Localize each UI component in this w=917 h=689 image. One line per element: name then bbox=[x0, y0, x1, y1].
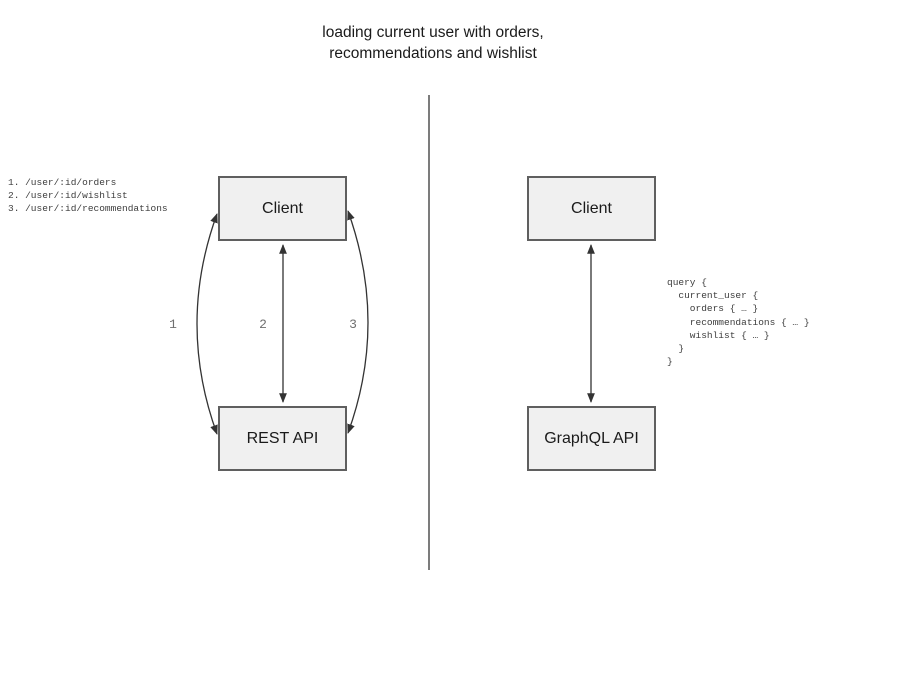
rest-endpoint-list: 1. /user/:id/orders 2. /user/:id/wishlis… bbox=[8, 176, 168, 216]
diagram-title: loading current user with orders, recomm… bbox=[233, 22, 633, 64]
rest-endpoint-orders: 1. /user/:id/orders bbox=[8, 177, 117, 188]
graphql-client-box: Client bbox=[527, 176, 656, 241]
graphql-query-line-6: } bbox=[667, 343, 685, 355]
rest-edge-1-label: 1 bbox=[169, 317, 177, 332]
graphql-client-box-label: Client bbox=[571, 199, 612, 217]
rest-endpoint-wishlist: 2. /user/:id/wishlist bbox=[8, 190, 128, 202]
title-line-1: loading current user with orders, bbox=[322, 24, 544, 41]
graphql-query-line-3: orders { … } bbox=[667, 303, 759, 315]
rest-client-box: Client bbox=[218, 176, 347, 241]
graphql-query-snippet: query { current_user { orders { … } reco… bbox=[667, 276, 810, 368]
graphql-query-line-4: recommendations { … } bbox=[667, 316, 810, 328]
rest-endpoint-recommendations: 3. /user/:id/recommendations bbox=[8, 203, 168, 215]
rest-edge-2-label: 2 bbox=[259, 317, 267, 332]
graphql-query-line-5: wishlist { … } bbox=[667, 329, 770, 341]
rest-edge-3-label: 3 bbox=[349, 317, 357, 332]
rest-api-box: REST API bbox=[218, 406, 347, 471]
rest-api-box-label: REST API bbox=[246, 429, 319, 447]
graphql-api-box: GraphQL API bbox=[527, 406, 656, 471]
title-line-2: recommendations and wishlist bbox=[329, 45, 537, 62]
graphql-api-box-label: GraphQL API bbox=[544, 429, 639, 447]
rest-client-box-label: Client bbox=[262, 199, 303, 217]
graphql-query-line-7: } bbox=[667, 356, 673, 368]
rest-edge-1-arc bbox=[196, 213, 218, 435]
graphql-query-line-2: current_user { bbox=[667, 290, 759, 302]
graphql-query-line-1: query { bbox=[667, 277, 707, 288]
